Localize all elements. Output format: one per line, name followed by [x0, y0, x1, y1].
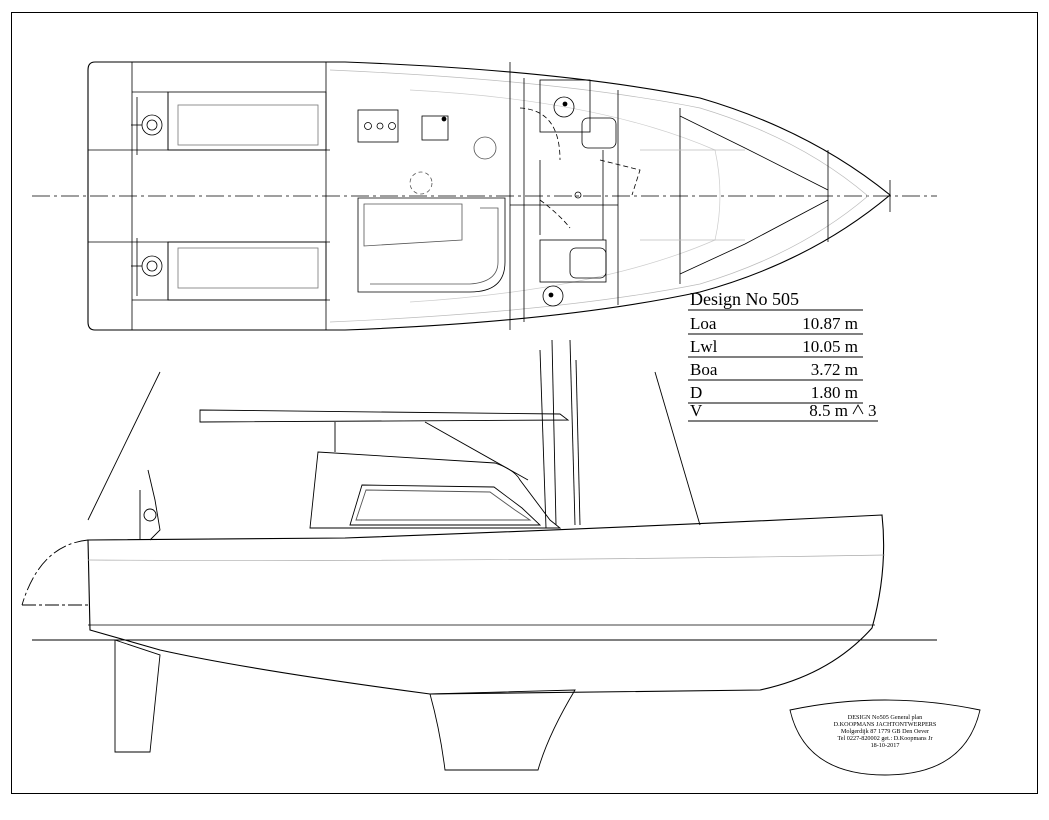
spec-label-loa: Loa — [690, 314, 717, 333]
title-block-line-1: DESIGN No505 General plan — [848, 714, 922, 721]
title-block-line-4: Tel 0227-820002 get.: D.Koopmans Jr — [837, 735, 932, 742]
port-mast-step-icon — [553, 96, 575, 118]
sink-icon — [421, 115, 449, 141]
spec-table: Design No 505 Loa 10.87 m Lwl 10.05 m Bo… — [688, 289, 878, 422]
port-winch-icon — [131, 97, 163, 155]
spec-value-lwl: 10.05 m — [802, 337, 858, 356]
title-block: DESIGN No505 General plan D.KOOPMANS JAC… — [789, 699, 981, 776]
title-block-line-3: Molgerdijk 87 1779 GB Den Oever — [841, 728, 929, 735]
sheet-border — [11, 12, 1038, 794]
profile-hull-outline — [87, 514, 885, 695]
backstay — [87, 371, 161, 521]
stern-swing-arc — [21, 539, 89, 606]
title-block-line-2: D.KOOPMANS JACHTONTWERPERS — [834, 721, 937, 728]
spec-label-boa: Boa — [690, 360, 718, 379]
plan-deck-line — [329, 69, 869, 323]
profile-view — [21, 339, 937, 771]
title-block-line-5: 18-10-2017 — [871, 742, 900, 749]
spec-value-boa: 3.72 m — [811, 360, 858, 379]
spec-value-loa: 10.87 m — [802, 314, 858, 333]
toilet-icon — [569, 247, 607, 279]
rudder — [114, 639, 161, 753]
spec-value-volume: 8.5 m — [809, 401, 848, 420]
toilet-icon — [581, 117, 617, 149]
keel — [429, 689, 576, 771]
sheer-line — [87, 554, 886, 561]
plan-hull-outline — [87, 61, 891, 331]
mast — [539, 349, 547, 529]
spec-value-draft: 1.80 m — [811, 383, 858, 402]
spec-title: Design No 505 — [690, 289, 799, 309]
spec-suffix-volume: 3 — [868, 401, 877, 420]
stove-icon — [357, 109, 399, 143]
deckhouse — [309, 451, 562, 529]
spec-label-volume: V — [690, 401, 703, 420]
title-block-frame — [789, 699, 981, 776]
settee — [357, 197, 506, 293]
boom — [199, 409, 570, 423]
starboard-mast-step-icon — [542, 285, 564, 307]
cube-caret-icon — [852, 404, 864, 415]
spec-label-draft: D — [690, 383, 702, 402]
plan-view — [32, 61, 937, 331]
plan-coachroof-line — [409, 89, 721, 303]
deckhouse-window — [349, 484, 542, 526]
starboard-winch-icon — [131, 238, 163, 296]
spec-label-lwl: Lwl — [690, 337, 718, 356]
